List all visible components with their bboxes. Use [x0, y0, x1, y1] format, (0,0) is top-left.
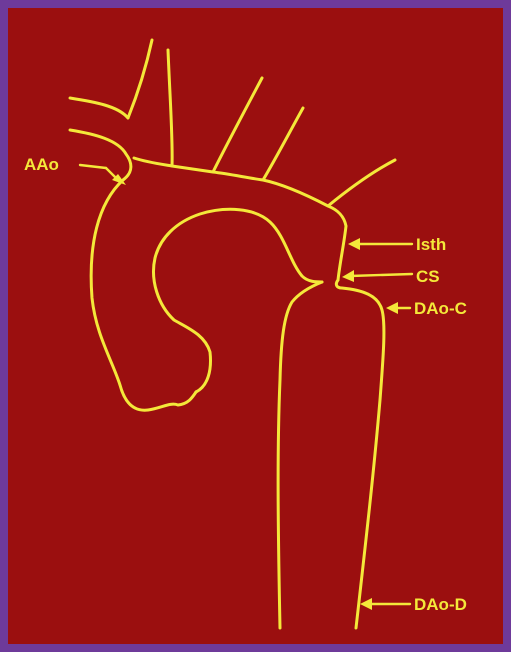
label-dao-c: DAo-C — [414, 299, 467, 318]
label-dao-d: DAo-D — [414, 595, 467, 614]
label-aao: AAo — [24, 155, 59, 174]
arch-outer-wall — [70, 40, 395, 410]
descending-aorta-wall — [336, 280, 384, 628]
dao-c-arrow — [386, 302, 410, 314]
label-cs: CS — [416, 267, 440, 286]
arch-inner-wall — [154, 209, 322, 392]
isth-arrow — [348, 238, 412, 250]
coarctation-shelf — [278, 282, 322, 628]
label-isth: Isth — [416, 235, 446, 254]
cs-arrow — [342, 270, 412, 282]
dao-d-arrow — [360, 598, 410, 610]
aao-pointer — [80, 165, 126, 185]
